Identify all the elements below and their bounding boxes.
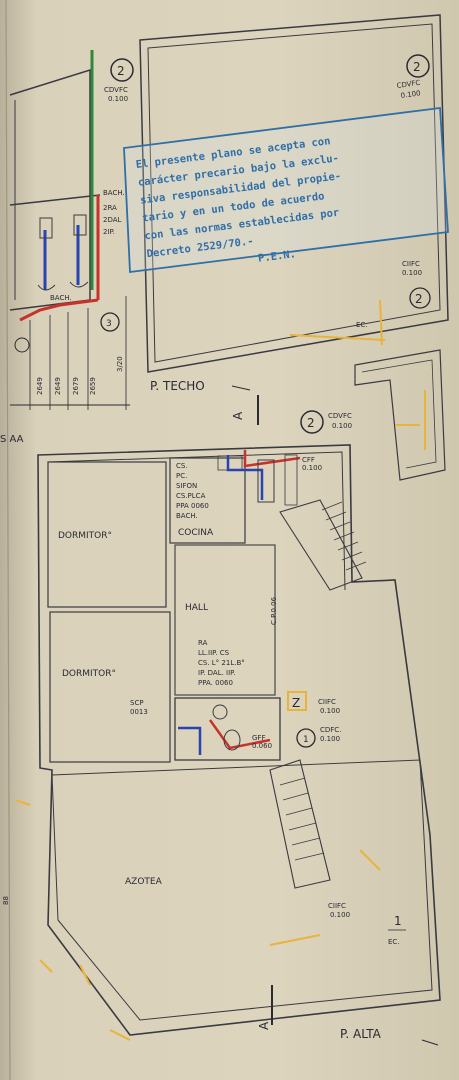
plan-top-marker-2	[300, 410, 324, 434]
bath-item-4: IP. DAL. IIP.	[198, 669, 236, 677]
section-dim-2: 2649	[54, 377, 62, 395]
section-marker-3	[100, 312, 120, 332]
roof-level-value: 0.100	[400, 89, 421, 100]
section-dim-1: 2649	[36, 377, 44, 395]
stairs-upper	[279, 499, 367, 591]
room-hall: HALL	[185, 603, 208, 613]
section-level-value: 0.100	[108, 95, 128, 103]
azotea-level-label: CIIFC	[328, 902, 346, 910]
bath-red-pipe	[208, 719, 271, 750]
stairs-lower	[269, 759, 331, 889]
section-dim-5: 3/20	[116, 356, 124, 372]
section-dim-3: 2679	[72, 377, 80, 395]
marker-z: Z	[292, 696, 300, 710]
section-level-label: CDVFC	[104, 86, 128, 94]
approval-stamp: El presente plano se acepta con carácter…	[123, 106, 449, 274]
roof-right-level-label: CIIFC	[402, 260, 420, 268]
scp-value: 0013	[130, 708, 148, 716]
plan-top-level-value: 0.100	[332, 422, 352, 430]
plan-cut-letter: A	[257, 1021, 271, 1030]
kitchen-blue-pipe	[226, 455, 264, 500]
roof-plan: 2 CDVFC 0.100 CIIFC 0.100 2 EC. P. TECHO…	[139, 14, 449, 481]
gff-value: 0.060	[252, 742, 272, 750]
room-dormitorio-2: DORMITOR°	[62, 669, 116, 679]
section-detail: BACH. 2 CDVFC 0.100 BACH. 2RA 2DAL 2IP. …	[0, 50, 134, 445]
azotea-level-value: 0.100	[330, 911, 350, 919]
marker-1-label: CDFC.	[320, 726, 341, 734]
roof-marker-2-top	[406, 54, 430, 78]
cp-label: C.P.0.06	[270, 596, 278, 625]
cff-label: CFF	[302, 456, 315, 464]
marker-z-label: CIIFC	[318, 698, 336, 706]
roof-ec-label: EC.	[356, 321, 368, 329]
section-cut-label: S AA	[0, 434, 24, 445]
section-marker-2	[110, 58, 134, 82]
kitchen-item-3: SIFON	[176, 482, 197, 490]
bath-item-2: LL.IIP. CS	[198, 649, 230, 657]
marker-1	[296, 728, 316, 748]
gff-label: GFF	[252, 734, 265, 742]
marker-1-number: 1	[303, 735, 309, 745]
roof-level-label: CDVFC	[396, 79, 421, 90]
section-bach-line-2: 2RA	[103, 204, 117, 212]
plan-top-level-label: CDVFC	[328, 412, 352, 420]
roof-cut-letter: A	[231, 411, 245, 420]
cff-value: 0.100	[302, 464, 322, 472]
bath-blue-pipe	[178, 726, 202, 755]
azotea-ec: EC.	[388, 938, 400, 946]
room-azotea: AZOTEA	[125, 877, 163, 887]
red-drain-horizontal	[19, 298, 99, 322]
bath-item-5: PPA. 0060	[198, 679, 233, 687]
section-bach-label: BACH.	[50, 294, 72, 302]
roof-marker-number: 2	[413, 60, 421, 74]
roof-right-marker-number: 2	[415, 292, 423, 306]
roof-right-marker	[409, 287, 431, 309]
section-marker-3-number: 3	[106, 319, 112, 329]
roof-right-level-value: 0.100	[402, 269, 422, 277]
scp-label: SCP	[130, 699, 144, 707]
room-cocina: COCINA	[178, 528, 214, 538]
bathroom	[174, 697, 281, 761]
section-dim-4: 2659	[89, 377, 97, 395]
kitchen-red-pipe	[243, 450, 301, 468]
plan-title: P. ALTA	[340, 1027, 382, 1041]
left-margin-number: 88	[2, 896, 10, 905]
section-bach-line-1: BACH.	[103, 189, 125, 197]
section-bach-line-3: 2DAL	[103, 216, 122, 224]
stamp-line-7: P.E.N.	[257, 248, 296, 265]
marker-z-value: 0.100	[320, 707, 340, 715]
bath-item-1: RA	[198, 639, 208, 647]
kitchen-item-1: CS.	[176, 462, 188, 470]
azotea-marker: 1	[394, 914, 402, 928]
kitchen-item-6: BACH.	[176, 512, 198, 520]
kitchen-item-4: CS.PLCA	[176, 492, 206, 500]
kitchen-item-2: PC.	[176, 472, 187, 480]
room-dormitorio-1: DORMITOR°	[58, 531, 112, 541]
marker-1-value: 0.100	[320, 735, 340, 743]
upper-floor-plan: DORMITOR° DORMITOR° CS. PC. SIFON CS.PLC…	[2, 410, 441, 1046]
kitchen-item-5: PPA 0060	[176, 502, 209, 510]
section-marker-number: 2	[117, 64, 125, 78]
bath-item-3: CS. L° 21L.B°	[198, 659, 245, 667]
roof-title: P. TECHO	[150, 379, 205, 393]
section-bach-line-4: 2IP.	[103, 228, 115, 236]
plan-top-marker-number: 2	[307, 416, 315, 430]
paper-fold-left	[5, 0, 11, 1080]
